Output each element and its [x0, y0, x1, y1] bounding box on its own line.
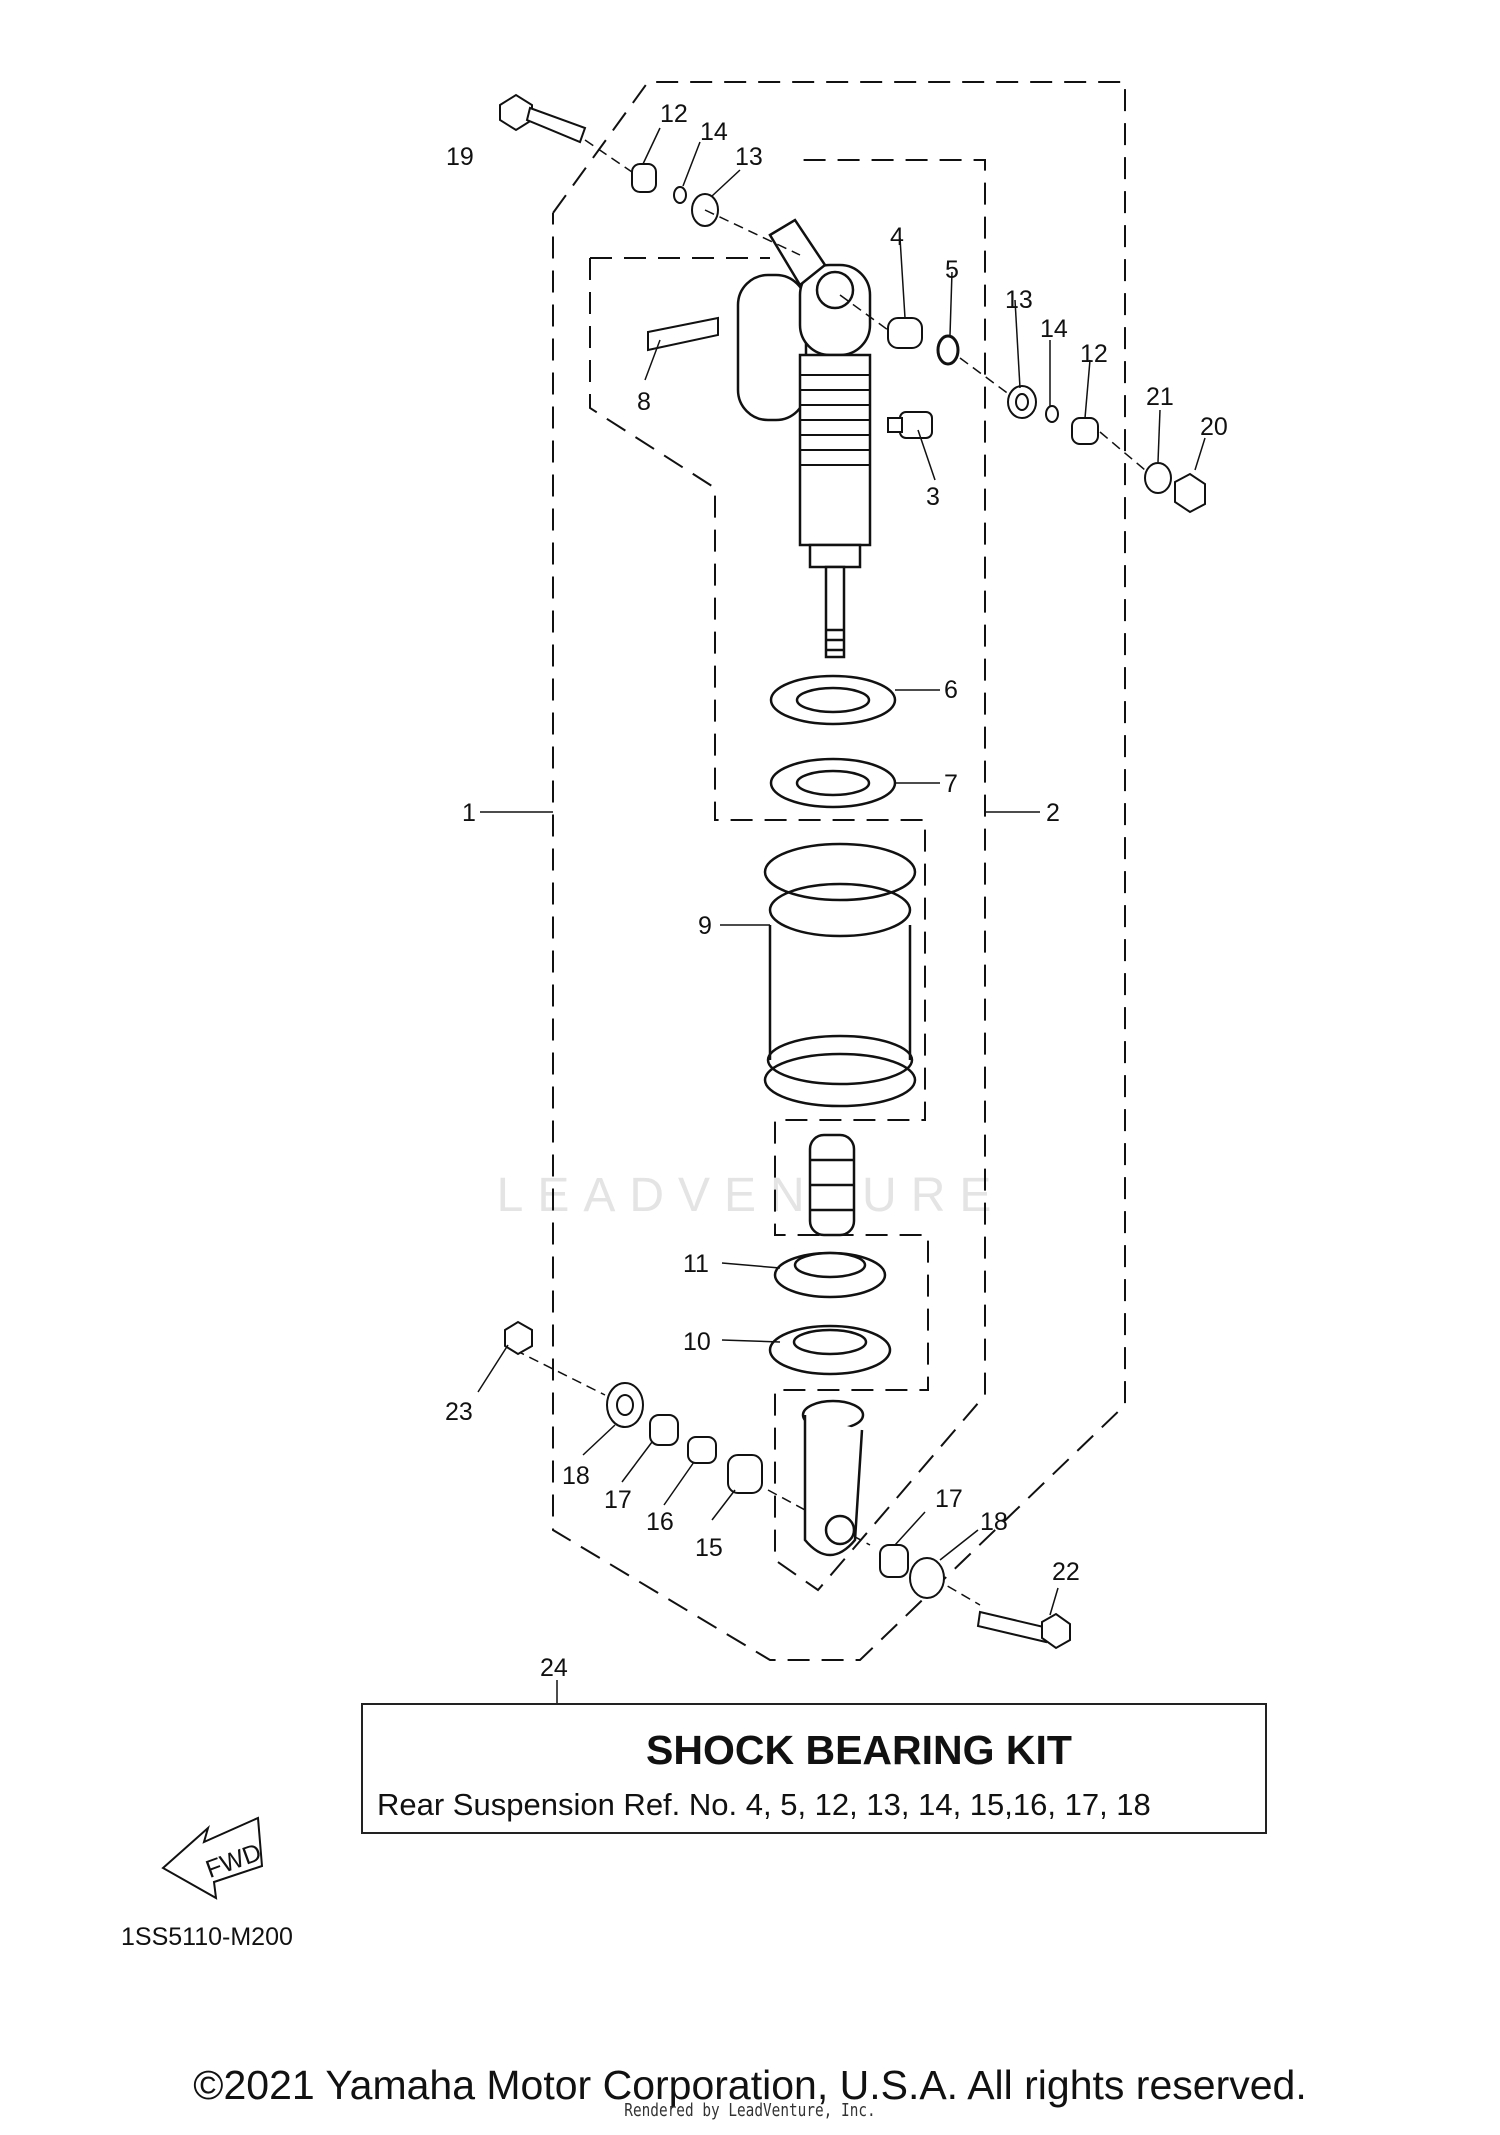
shock-bearing-kit-box: SHOCK BEARING KIT Rear Suspension Ref. N… [361, 1703, 1267, 1834]
assembly-outline-2 [589, 159, 986, 1592]
callout-3: 3 [926, 483, 940, 511]
assembly-outline-1 [552, 81, 1126, 1661]
callout-21: 21 [1146, 383, 1174, 411]
callout-6: 6 [944, 676, 958, 704]
part-12-collar-left [631, 163, 657, 193]
part-3-adjuster [887, 411, 933, 439]
callout-10: 10 [683, 1328, 711, 1356]
part-15-bearing [727, 1454, 763, 1494]
callout-14-right: 14 [1040, 315, 1068, 343]
callout-24: 24 [540, 1654, 568, 1682]
part-12-collar-right [1071, 417, 1099, 445]
leadventure-watermark: LEADVENTURE [496, 1169, 1006, 1222]
part-9-spring [763, 842, 917, 1108]
rendered-by-notice: Rendered by LeadVenture, Inc. [624, 2100, 876, 2121]
part-14-oring-left [673, 186, 687, 204]
lower-clevis [801, 1399, 865, 1557]
callout-13-right: 13 [1005, 286, 1033, 314]
copyright-notice: ©2021 Yamaha Motor Corporation, U.S.A. A… [193, 2062, 1307, 2108]
callout-9: 9 [698, 912, 712, 940]
callout-17-left: 17 [604, 1486, 632, 1514]
part-21-washer [1144, 462, 1172, 494]
callout-16: 16 [646, 1508, 674, 1536]
callout-15: 15 [695, 1534, 723, 1562]
callout-22: 22 [1052, 1558, 1080, 1586]
callout-8: 8 [637, 388, 651, 416]
part-17-collar-left [649, 1414, 679, 1446]
part-18-seal-right [909, 1557, 945, 1599]
callout-19: 19 [446, 143, 474, 171]
part-4-bushing [887, 317, 923, 349]
callout-2: 2 [1046, 799, 1060, 827]
part-14-oring-right [1045, 405, 1059, 423]
callout-1: 1 [462, 799, 476, 827]
fwd-arrow-icon: FWD [161, 1816, 265, 1900]
part-20-nut [1174, 472, 1206, 514]
callout-12-top: 12 [660, 100, 688, 128]
part-16-spacer [687, 1436, 717, 1464]
callout-4: 4 [890, 223, 904, 251]
warning-label-part [647, 316, 719, 352]
callout-13-top: 13 [735, 143, 763, 171]
part-19-bolt-head [499, 93, 533, 132]
bump-stop [808, 1133, 856, 1237]
callout-18-left: 18 [562, 1462, 590, 1490]
part-17-collar-right [879, 1544, 909, 1578]
shock-absorber [736, 218, 872, 659]
kit-title: SHOCK BEARING KIT [646, 1727, 1072, 1773]
callout-5: 5 [945, 256, 959, 284]
callout-12-right: 12 [1080, 340, 1108, 368]
callout-11: 11 [683, 1250, 709, 1278]
callout-7: 7 [944, 770, 958, 798]
diagram-code: 1SS5110-M200 [121, 1923, 293, 1951]
kit-description: Rear Suspension Ref. No. 4, 5, 12, 13, 1… [377, 1787, 1151, 1822]
part-5-circlip [936, 334, 960, 366]
callout-14-top: 14 [700, 118, 728, 146]
callout-17-right: 17 [935, 1485, 963, 1513]
callout-23: 23 [445, 1398, 473, 1426]
callout-18-right: 18 [980, 1508, 1008, 1536]
callout-20: 20 [1200, 413, 1228, 441]
part-22-bolt-head [1041, 1612, 1071, 1650]
part-22-bolt-shank [976, 1610, 1050, 1644]
part-23-nut [504, 1320, 533, 1356]
part-19-bolt-shank [525, 106, 587, 144]
